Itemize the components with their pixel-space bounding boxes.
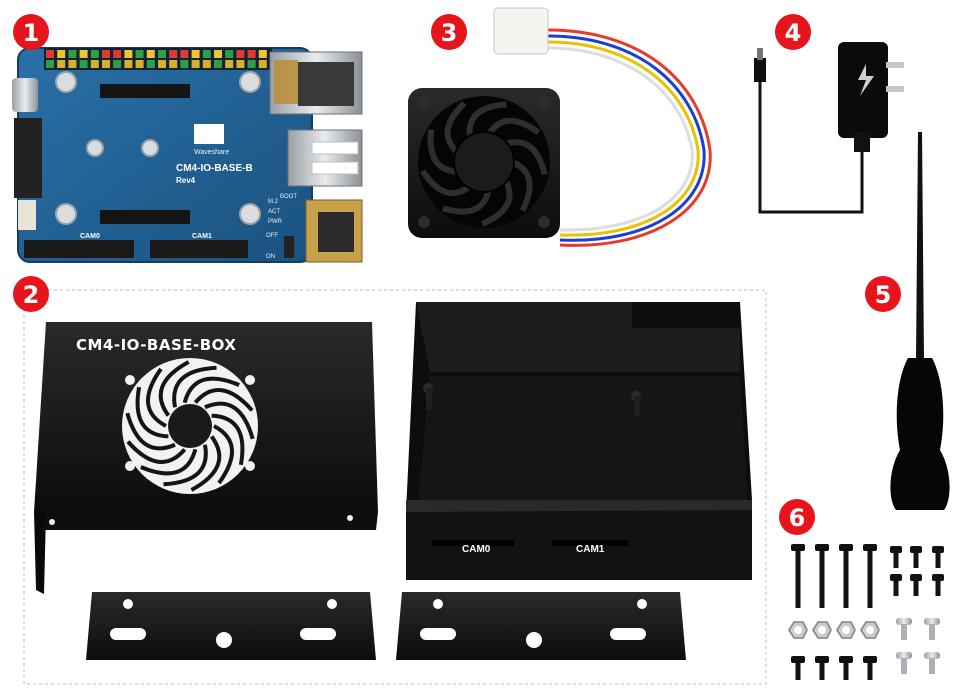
cm4-connector-bottom: [100, 210, 190, 224]
badge-2: 2: [13, 276, 49, 312]
cooling-fan: [408, 7, 712, 247]
off-label: OFF: [266, 233, 278, 239]
screwdriver: [890, 132, 950, 510]
cm4-connector-top: [100, 84, 190, 98]
case-kit: CM4-IO-BASE-BOX CAM0 CAM1: [23, 289, 767, 685]
bolt-icon: [858, 64, 874, 96]
cam1-label: CAM1: [192, 233, 212, 240]
mounting-bracket-left: [86, 592, 376, 660]
mounting-holes: [55, 71, 261, 225]
waveshare-logo: [194, 124, 224, 144]
badge-6: 6: [779, 499, 815, 535]
fan-vent-grille: [125, 360, 255, 492]
led-m2-label: M.2: [268, 199, 279, 205]
svg-text:1: 1: [23, 19, 40, 47]
ethernet-label: ETHERNET: [308, 45, 346, 52]
fan-header: [18, 200, 36, 230]
svg-text:2: 2: [23, 281, 40, 309]
cam0-connector: [24, 240, 134, 258]
badge-3: 3: [431, 14, 467, 50]
fan-blades: [420, 101, 548, 227]
fan-plug: [493, 7, 549, 55]
mounting-bracket-right: [396, 592, 686, 660]
cam1-connector: [150, 240, 248, 258]
usb-port: [287, 129, 363, 187]
screws-and-nuts: [788, 544, 944, 680]
board-name-label: CM4-IO-BASE-B: [176, 163, 253, 174]
svg-text:3: 3: [441, 19, 458, 47]
usb-c-port: [12, 78, 38, 112]
on-label: ON: [266, 254, 275, 260]
case-body: CAM0 CAM1: [406, 302, 752, 580]
lid-title: CM4-IO-BASE-BOX: [76, 336, 236, 354]
usb-label: USB 1/2: [316, 122, 343, 129]
boot-label: BOOT: [280, 194, 297, 200]
case-cam1-label: CAM1: [576, 544, 605, 555]
power-adapter: [754, 42, 904, 214]
case-lid: CM4-IO-BASE-BOX: [34, 322, 378, 594]
power-switch: [284, 236, 294, 258]
display-connector: [14, 118, 42, 198]
led-act-label: ACT: [268, 209, 280, 215]
badge-5: 5: [865, 276, 901, 312]
case-cam0-label: CAM0: [462, 544, 491, 555]
badge-4: 4: [775, 14, 811, 50]
board-rev-label: Rev4: [176, 176, 196, 185]
gpio-header: [44, 48, 272, 70]
cm4-io-base-board: Waveshare CM4-IO-BASE-B Rev4 CAM0 CAM1 E…: [12, 45, 363, 263]
hdmi-label: HDMI0: [314, 192, 336, 199]
svg-text:4: 4: [785, 19, 802, 47]
svg-text:5: 5: [875, 281, 892, 309]
cam0-label: CAM0: [80, 233, 100, 240]
svg-text:6: 6: [789, 504, 806, 532]
brand-label: Waveshare: [194, 149, 229, 156]
badge-1: 1: [13, 14, 49, 50]
led-pwr-label: PWR: [268, 219, 283, 225]
